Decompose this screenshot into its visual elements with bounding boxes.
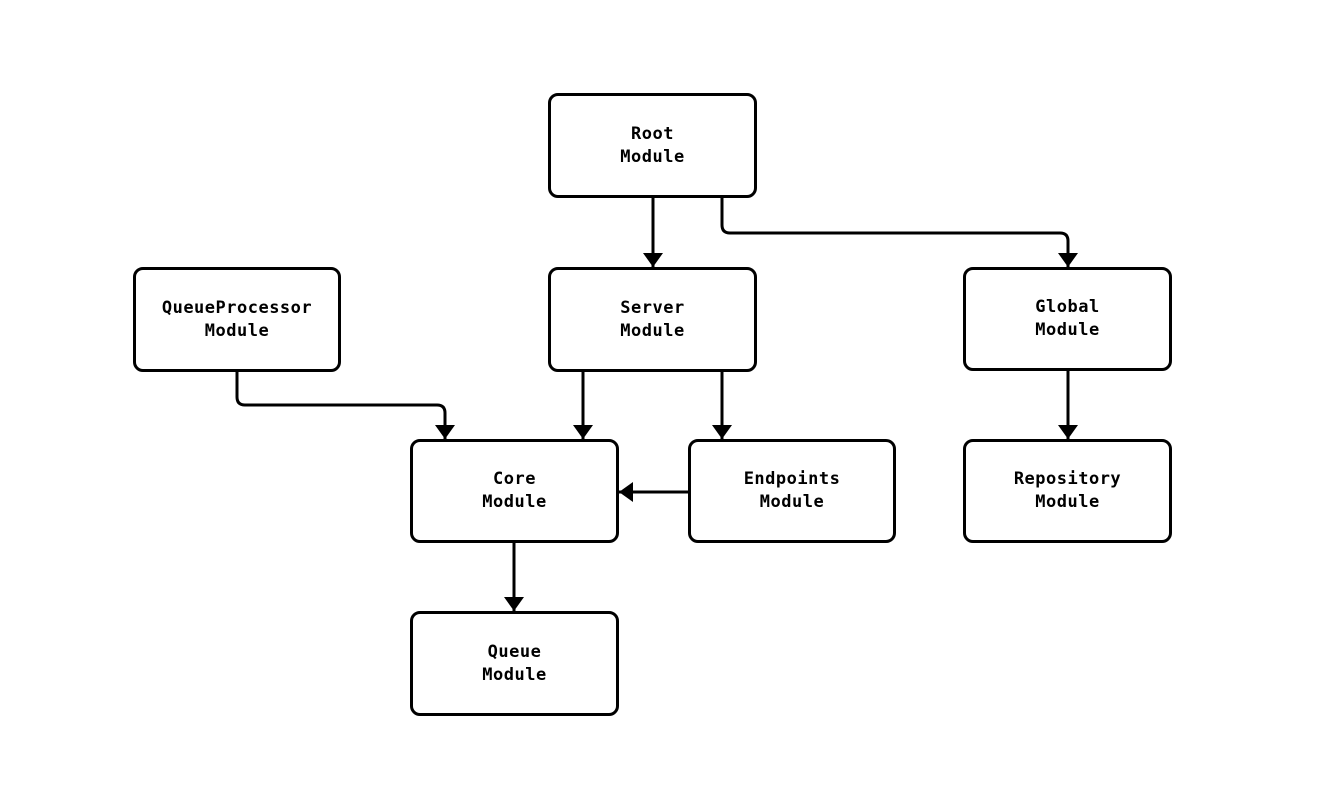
node-root-module-label: Root Module: [620, 123, 685, 167]
node-repository-module-label: Repository Module: [1013, 469, 1122, 512]
node-endpoints-module-label: Endpoints Module: [743, 469, 841, 512]
node-server-module: Server Module: [548, 267, 757, 372]
arrowhead-endpoints-core: [619, 482, 633, 502]
node-queue-module-label: Queue Module: [482, 641, 547, 685]
arrowhead-root-server: [643, 253, 663, 267]
arrowhead-global-repository: [1058, 425, 1078, 439]
node-root-module: Root Module: [548, 93, 757, 198]
node-global-module: Global Module: [963, 267, 1172, 371]
node-core-module-label: Core Module: [482, 469, 547, 512]
node-queueprocessor-module-label: QueueProcessor Module: [161, 297, 313, 341]
node-queue-module: Queue Module: [410, 611, 619, 716]
node-core-module: Core Module: [410, 439, 619, 543]
arrowhead-server-endpoints: [712, 425, 732, 439]
arrowhead-server-core: [573, 425, 593, 439]
arrowhead-root-global: [1058, 253, 1078, 267]
edge-root-global: [720, 198, 1070, 267]
arrowhead-queueprocessor-core: [435, 425, 455, 439]
edge-queueprocessor-core: [235, 372, 447, 439]
node-repository-module: Repository Module: [963, 439, 1172, 543]
node-queueprocessor-module: QueueProcessor Module: [133, 267, 341, 372]
node-server-module-label: Server Module: [620, 297, 685, 341]
arrowhead-core-queue: [504, 597, 524, 611]
node-endpoints-module: Endpoints Module: [688, 439, 896, 543]
node-global-module-label: Global Module: [1035, 297, 1100, 340]
